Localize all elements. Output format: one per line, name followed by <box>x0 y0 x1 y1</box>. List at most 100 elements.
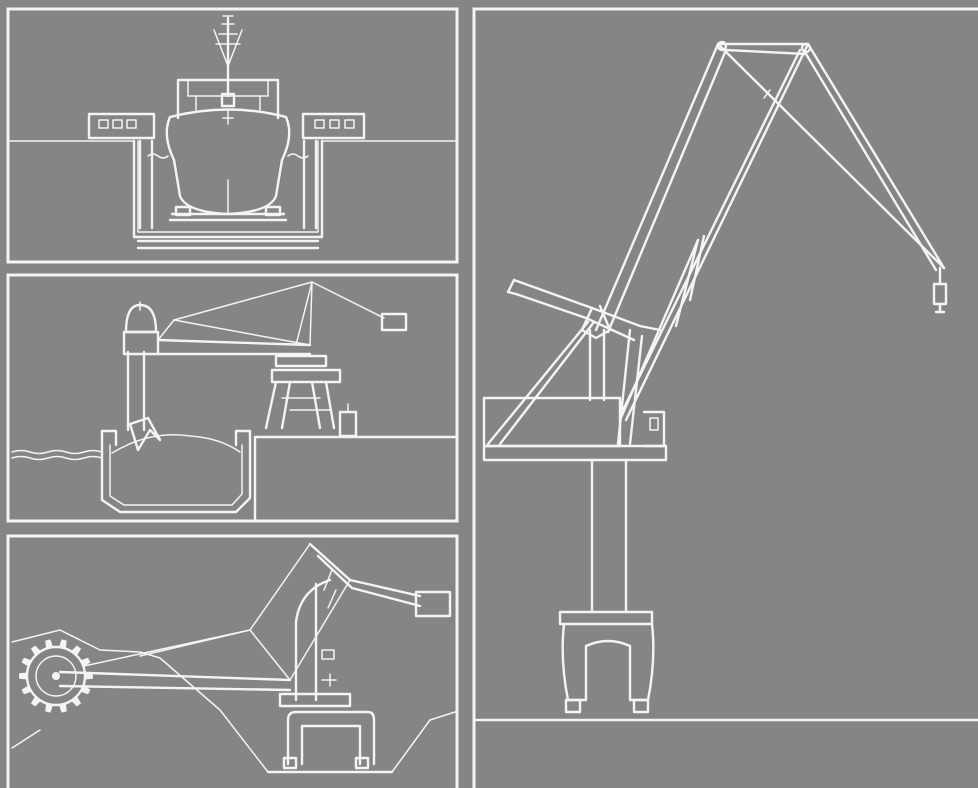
right-control-house <box>301 112 366 140</box>
portal-legs <box>264 380 336 430</box>
window <box>329 119 340 129</box>
dock-floor <box>136 239 320 250</box>
bucket-tooth <box>30 645 41 656</box>
block-left <box>174 205 192 217</box>
counterweight-arm <box>308 542 422 608</box>
jib-tie <box>618 42 810 422</box>
cabin-detail <box>321 673 337 687</box>
reclaimer-boom <box>58 670 292 692</box>
counterweight <box>506 278 518 296</box>
hopper-box <box>338 410 358 438</box>
cab <box>642 410 666 448</box>
wave-marks <box>147 153 309 159</box>
boom-cross-ties <box>139 629 291 681</box>
bogie-left <box>564 698 582 714</box>
mast-detail <box>323 569 337 609</box>
bucket-tooth <box>21 685 32 695</box>
grab-bucket <box>128 416 162 452</box>
boom-head-pin <box>716 40 728 52</box>
window <box>112 119 123 129</box>
dock-basin <box>132 139 324 239</box>
quay-wall <box>253 435 457 521</box>
panel-portal-crane <box>472 7 978 788</box>
panel-grab-unloader <box>6 273 459 523</box>
barge-hull <box>100 429 252 514</box>
window <box>98 119 109 129</box>
portal-frame <box>286 710 376 766</box>
bogie-left <box>282 756 298 770</box>
jib-pin <box>800 42 812 54</box>
water-wave <box>11 455 103 461</box>
barge-coaming <box>100 429 252 447</box>
boom-stays <box>157 281 313 346</box>
left-control-house <box>87 112 156 140</box>
barge-inner <box>109 444 243 506</box>
boom-ties <box>83 543 351 681</box>
portal-braces <box>281 397 331 411</box>
counterweight <box>414 590 452 618</box>
window <box>126 119 137 129</box>
portal-legs <box>561 622 655 702</box>
window <box>314 119 325 129</box>
boom-stay-top <box>173 281 385 321</box>
left-tower <box>138 139 154 230</box>
bucket-tooth <box>80 657 91 667</box>
bucket-tooth <box>19 672 28 680</box>
stockpile-profile <box>11 629 456 773</box>
panel-frame <box>6 7 459 264</box>
block-right <box>264 205 282 217</box>
portal-girder <box>558 610 654 626</box>
portal-beam <box>270 368 342 384</box>
turntable-platform <box>482 444 668 462</box>
cab-window <box>649 417 659 431</box>
bucket-tooth <box>71 645 82 656</box>
right-tower <box>302 139 318 230</box>
cargo-heap <box>111 434 241 454</box>
portal-head <box>274 354 328 368</box>
mast-base <box>220 92 236 108</box>
jib-knuckle <box>763 89 771 99</box>
ship-hull <box>165 108 291 216</box>
a-frame-rear-leg <box>486 320 596 446</box>
grab-head <box>124 303 158 334</box>
panel-frame <box>472 7 978 788</box>
portal-inner <box>300 724 362 766</box>
cabin-window <box>321 649 335 660</box>
mast-rigging <box>213 29 243 67</box>
reclaimer-mast <box>294 578 332 702</box>
water-wave <box>11 449 103 455</box>
dock-basin-inner <box>137 140 319 233</box>
terrain-slope <box>11 729 41 749</box>
grab-head-housing <box>122 330 160 356</box>
bucket-tooth <box>59 639 67 649</box>
lever-pivot <box>580 304 612 340</box>
panel-bucket-wheel-reclaimer <box>6 534 459 788</box>
panel-frame <box>6 273 459 523</box>
a-frame-front-leg <box>616 328 644 446</box>
main-boom <box>594 42 728 334</box>
unloader-boom <box>156 338 312 356</box>
bucket-tooth <box>59 703 67 713</box>
window <box>344 119 355 129</box>
anchor-mark <box>222 109 234 125</box>
a-frame-post <box>588 328 606 402</box>
boom-end-grab <box>380 312 408 332</box>
panel-frame <box>6 534 459 788</box>
bogie-right <box>632 698 650 714</box>
bucket-tooth <box>45 639 53 649</box>
bucket-wheel-axle <box>52 672 60 680</box>
bucket-tooth <box>21 657 32 667</box>
counterweight-lever <box>512 278 662 342</box>
bucket-tooth <box>71 696 82 707</box>
hook-block <box>932 282 948 306</box>
grab-column <box>126 350 146 432</box>
panel-ship-dock <box>6 7 459 264</box>
luffing-chord <box>716 42 946 270</box>
slew-ring <box>278 692 352 708</box>
bucket-tooth <box>30 696 41 707</box>
hook <box>934 302 946 314</box>
bucket-tooth <box>80 685 91 695</box>
bogie-right <box>354 756 370 770</box>
